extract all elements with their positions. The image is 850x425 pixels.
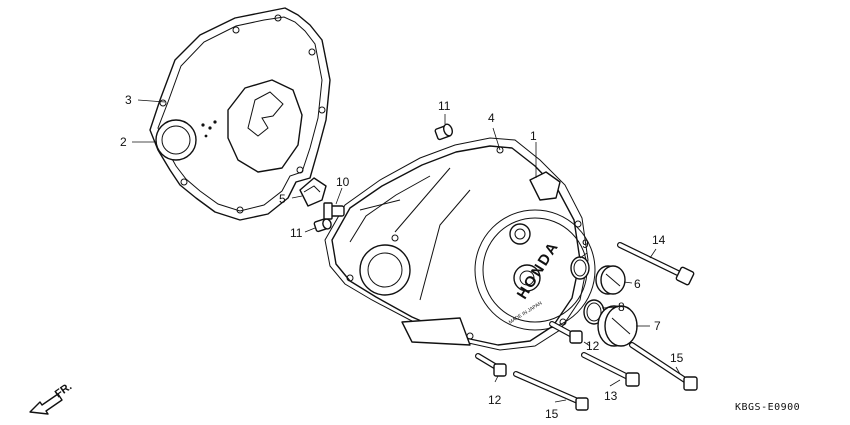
callout-1: 1 — [530, 129, 537, 143]
bolt-12-upper — [549, 321, 583, 344]
cap-6-part — [595, 265, 626, 295]
small-bolt-part — [323, 202, 345, 220]
callout-6: 6 — [634, 277, 641, 291]
callout-5: 5 — [279, 192, 286, 206]
bolt-15-right — [629, 342, 698, 391]
clamp-part — [299, 177, 327, 207]
bolt-15-lower — [513, 371, 589, 411]
callout-14: 14 — [652, 233, 666, 247]
callouts: 1 2 3 4 5 6 7 8 9 10 11 11 12 12 13 14 1… — [120, 93, 684, 421]
callout-12-upper: 12 — [586, 339, 600, 353]
dowel-pin-lower — [313, 217, 332, 233]
front-direction-arrow: FR. — [29, 380, 74, 415]
gasket-plate-part — [149, 7, 331, 221]
crankcase-cover-part: HONDA MADE IN JAPAN — [324, 137, 596, 351]
diagram-code: KBGS-E0900 — [735, 402, 800, 413]
callout-2: 2 — [120, 135, 127, 149]
callout-7: 7 — [654, 319, 661, 333]
callout-8: 8 — [618, 300, 625, 314]
callout-11-upper: 11 — [438, 99, 451, 113]
callout-13: 13 — [604, 389, 618, 403]
leader-lines — [132, 99, 681, 403]
callout-15-right: 15 — [670, 351, 684, 365]
callout-3: 3 — [125, 93, 132, 107]
bolt-13-part — [581, 352, 640, 387]
callout-4: 4 — [488, 111, 495, 125]
bolt-12-lower — [475, 353, 507, 377]
cap-7-part — [597, 305, 638, 347]
bolt-14-part — [617, 242, 695, 286]
callout-15-lower: 15 — [545, 407, 559, 421]
callout-11-lower: 11 — [290, 226, 303, 240]
callout-12-lower: 12 — [488, 393, 502, 407]
callout-10: 10 — [336, 175, 350, 189]
dowel-pin-upper — [434, 123, 453, 141]
callout-9: 9 — [582, 237, 589, 251]
